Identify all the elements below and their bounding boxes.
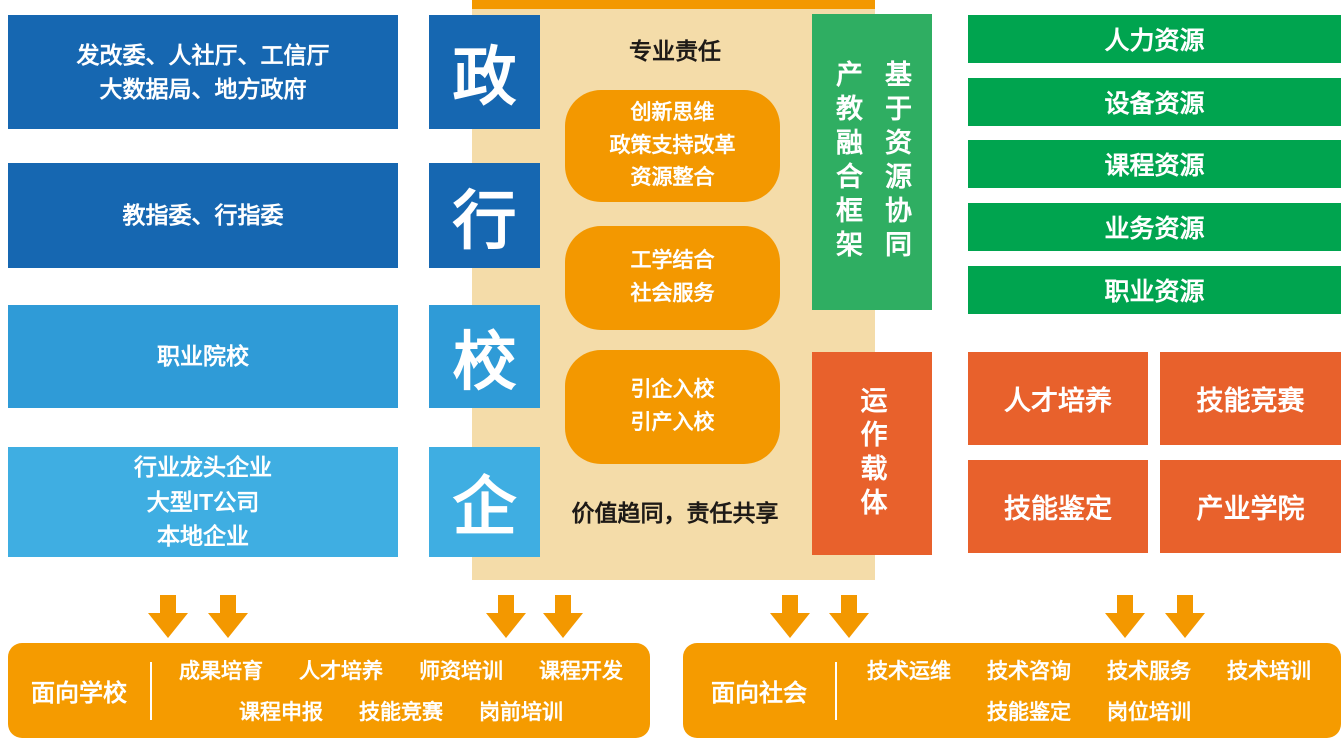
carrier-vertical-box: 运作载体 [812,352,932,555]
resource-bar-human: 人力资源 [968,15,1341,63]
banner-divider [150,661,152,720]
down-arrow [770,595,810,638]
banner-school-row1: 成果培育 人才培养 师资培训 课程开发 [152,655,650,685]
banner-item: 岗前培训 [479,701,563,724]
banner-school-items: 成果培育 人才培养 师资培训 课程开发 课程申报 技能竞赛 岗前培训 [152,655,650,726]
banner-school-title: 面向学校 [31,680,127,707]
panel-box-work-study: 工学结合 社会服务 [565,226,780,330]
banner-society-row1: 技术运维 技术咨询 技术服务 技术培训 [837,655,1341,685]
panel-box-bring-in: 引企入校 引产入校 [565,350,780,464]
letter-tile-school: 校 [429,305,540,408]
org-box-committees: 教指委、行指委 [8,163,398,268]
down-arrow [1165,595,1205,638]
panel-top-label: 专业责任 [629,38,721,64]
banner-item: 课程开发 [539,660,623,683]
banner-society-row2: 技能鉴定 岗位培训 [837,696,1341,726]
down-arrow [829,595,869,638]
banner-item: 岗位培训 [1107,701,1191,724]
banner-school-row2: 课程申报 技能竞赛 岗前培训 [152,696,650,726]
banner-item: 技术咨询 [987,660,1071,683]
panel-box-innovation: 创新思维 政策支持改革 资源整合 [565,90,780,202]
banner-item: 人才培养 [299,660,383,683]
outcome-box-talent: 人才培养 [968,352,1148,445]
resource-bar-vocation: 职业资源 [968,266,1341,314]
down-arrow [543,595,583,638]
banner-item: 技术服务 [1107,660,1191,683]
banner-school: 面向学校 成果培育 人才培养 师资培训 课程开发 课程申报 技能竞赛 岗前培训 [8,643,650,738]
down-arrow [148,595,188,638]
banner-item: 师资培训 [419,660,503,683]
center-panel-top-strip [472,0,875,9]
banner-society-items: 技术运维 技术咨询 技术服务 技术培训 技能鉴定 岗位培训 [837,655,1341,726]
letter-tile-industry: 行 [429,163,540,268]
outcome-box-appraisal: 技能鉴定 [968,460,1148,553]
org-box-government: 发改委、人社厅、工信厅 大数据局、地方政府 [8,15,398,129]
resource-bar-curriculum: 课程资源 [968,140,1341,188]
letter-tile-government: 政 [429,15,540,129]
framework-text-left: 产教融合框架 [832,60,862,264]
framework-text-right: 基于资源协同 [881,60,911,264]
banner-item: 技能竞赛 [359,701,443,724]
down-arrow [1105,595,1145,638]
banner-society-title: 面向社会 [711,680,807,707]
down-arrow [486,595,526,638]
banner-divider [835,661,837,720]
panel-bottom-label: 价值趋同，责任共享 [571,500,779,526]
banner-item: 技能鉴定 [987,701,1071,724]
banner-item: 技术运维 [867,660,951,683]
carrier-text: 运作载体 [856,385,887,522]
banner-item: 成果培育 [179,660,263,683]
banner-item: 课程申报 [239,701,323,724]
resource-bar-business: 业务资源 [968,203,1341,251]
down-arrow [208,595,248,638]
org-box-enterprises: 行业龙头企业 大型IT公司 本地企业 [8,447,398,557]
org-box-colleges: 职业院校 [8,305,398,408]
framework-vertical-box: 产教融合框架 基于资源协同 [812,14,932,310]
outcome-box-competition: 技能竞赛 [1160,352,1341,445]
outcome-box-college: 产业学院 [1160,460,1341,553]
banner-society: 面向社会 技术运维 技术咨询 技术服务 技术培训 技能鉴定 岗位培训 [683,643,1341,738]
letter-tile-enterprise: 企 [429,447,540,557]
banner-item: 技术培训 [1227,660,1311,683]
resource-bar-equipment: 设备资源 [968,78,1341,126]
